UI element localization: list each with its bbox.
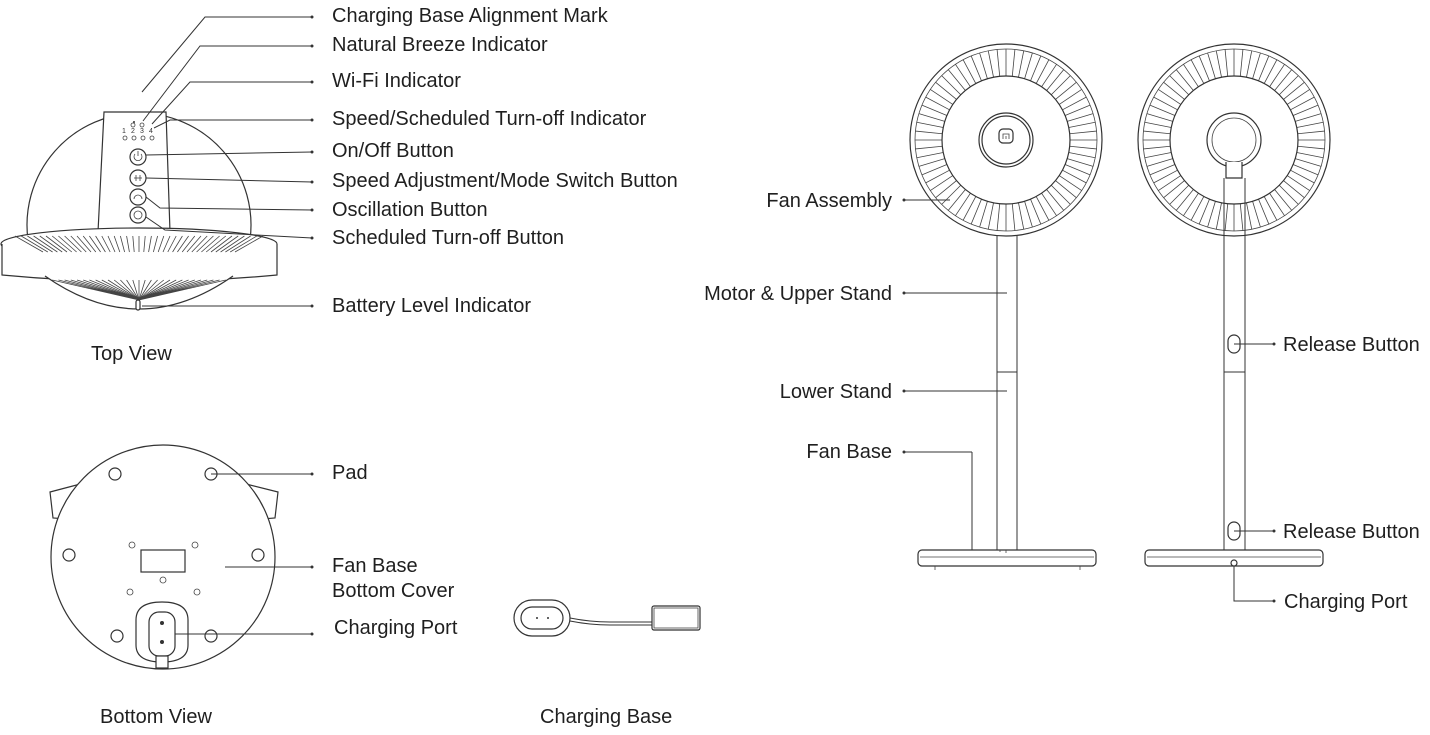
label-release-button-lower: Release Button: [1283, 521, 1420, 543]
pad: [204, 629, 218, 643]
timer-button-icon: [129, 206, 147, 224]
label-plate: [140, 549, 186, 573]
label-release-button-upper: Release Button: [1283, 334, 1420, 356]
label-scheduled-button: Scheduled Turn-off Button: [332, 227, 565, 249]
label-battery-indicator: Battery Level Indicator: [332, 295, 531, 317]
speed-mode-button-icon: [129, 169, 147, 187]
level-number-3: 3: [140, 128, 144, 135]
power-button-icon: [129, 148, 147, 166]
label-oscillation-button: Oscillation Button: [332, 199, 488, 221]
battery-indicator: [135, 299, 141, 311]
label-charging-port-side: Charging Port: [1284, 591, 1408, 613]
motor-housing: [1206, 112, 1262, 168]
base-fins: [14, 235, 264, 253]
charging-base-drawing: [513, 599, 701, 637]
label-wifi-indicator: Wi-Fi Indicator: [332, 70, 461, 92]
top-view-drawing: 1 2 3 4: [0, 111, 278, 311]
label-speed-indicator: Speed/Scheduled Turn-off Indicator: [332, 108, 647, 130]
caption-bottom-view: Bottom View: [100, 706, 212, 728]
level-number-2: 2: [131, 128, 135, 135]
indicator-leds: [122, 122, 155, 141]
label-speed-button: Speed Adjustment/Mode Switch Button: [332, 170, 678, 192]
pad: [251, 548, 265, 562]
label-fan-base: Fan Base: [806, 441, 892, 463]
bottom-view-drawing: [49, 444, 279, 670]
back-fan-drawing: [1137, 43, 1331, 567]
label-bottom-cover-1: Fan Base: [332, 555, 418, 577]
label-bottom-cover-2: Bottom Cover: [332, 580, 455, 602]
label-pad: Pad: [332, 462, 368, 484]
caption-charging-base: Charging Base: [540, 706, 673, 728]
pad: [62, 548, 76, 562]
level-number-1: 1: [122, 128, 126, 135]
front-fan-drawing: [909, 43, 1103, 570]
pad: [110, 629, 124, 643]
base-lower-fins: [52, 279, 226, 301]
label-onoff-button: On/Off Button: [332, 140, 454, 162]
front-fan-leaders: [902, 198, 1007, 454]
level-number-4: 4: [149, 128, 153, 135]
caption-top-view: Top View: [91, 343, 172, 365]
label-natural-breeze-indicator: Natural Breeze Indicator: [332, 34, 548, 56]
label-alignment-mark: Charging Base Alignment Mark: [332, 5, 608, 27]
charging-port-back: [1230, 559, 1238, 567]
label-fan-assembly: Fan Assembly: [766, 190, 892, 212]
charging-port: [148, 611, 176, 657]
oscillation-button-icon: [129, 188, 147, 206]
label-motor-upper-stand: Motor & Upper Stand: [704, 283, 892, 305]
label-charging-port-bottom: Charging Port: [334, 617, 458, 639]
label-lower-stand: Lower Stand: [779, 381, 892, 403]
pad: [108, 467, 122, 481]
bottom-view-leaders: [175, 472, 314, 636]
top-view-leaders: [141, 15, 314, 308]
back-fan-leaders: [1233, 342, 1276, 603]
